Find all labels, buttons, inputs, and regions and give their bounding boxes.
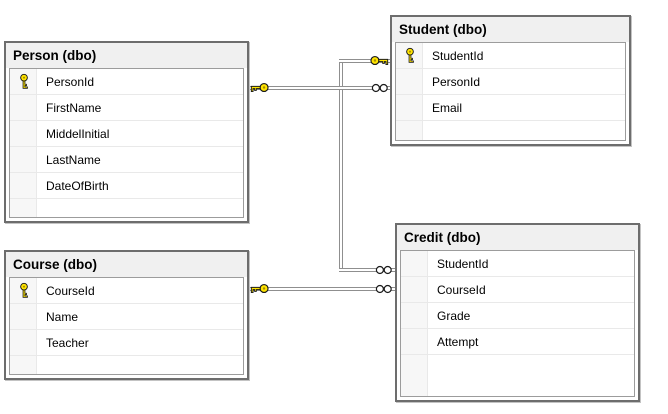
column-name: Teacher xyxy=(46,335,89,350)
table-student[interactable]: Student (dbo) StudentId PersonId Email xyxy=(390,15,631,146)
table-course[interactable]: Course (dbo) CourseId Name Teacher xyxy=(4,250,249,380)
relationship-line[interactable] xyxy=(249,86,390,90)
column-row[interactable]: LastName xyxy=(10,147,243,173)
column-row[interactable]: CourseId xyxy=(401,277,634,303)
one-side-key-icon xyxy=(250,282,269,295)
column-name: CourseId xyxy=(46,283,95,298)
key-cell xyxy=(10,330,37,355)
column-row[interactable]: PersonId xyxy=(396,69,625,95)
one-side-key-icon xyxy=(370,54,389,67)
relationship-line[interactable] xyxy=(339,59,390,63)
column-name: PersonId xyxy=(46,74,95,89)
column-name: FirstName xyxy=(46,100,102,115)
key-cell xyxy=(401,303,428,328)
column-row[interactable]: Grade xyxy=(401,303,634,329)
column-name: LastName xyxy=(46,152,101,167)
table-credit-columns: StudentId CourseId Grade Attempt xyxy=(400,250,635,397)
column-row[interactable]: DateOfBirth xyxy=(10,173,243,199)
column-row[interactable]: Name xyxy=(10,304,243,330)
column-row[interactable]: CourseId xyxy=(10,278,243,304)
column-row[interactable]: PersonId xyxy=(10,69,243,95)
key-cell xyxy=(401,329,428,354)
infinity-many-icon xyxy=(371,83,389,93)
key-cell xyxy=(10,278,37,303)
one-side-key-icon xyxy=(250,81,269,94)
column-name: Email xyxy=(432,100,463,115)
key-cell xyxy=(10,121,37,146)
table-credit-header[interactable]: Credit (dbo) xyxy=(397,225,638,250)
infinity-many-icon xyxy=(375,284,393,294)
relationship-line[interactable] xyxy=(249,287,395,291)
table-title: Student (dbo) xyxy=(399,22,487,37)
key-cell xyxy=(10,173,37,198)
column-row[interactable]: FirstName xyxy=(10,95,243,121)
table-person-header[interactable]: Person (dbo) xyxy=(6,43,247,68)
key-cell xyxy=(396,95,423,120)
column-name: Grade xyxy=(437,308,471,323)
column-name: StudentId xyxy=(437,256,489,271)
column-name: Attempt xyxy=(437,334,479,349)
table-student-header[interactable]: Student (dbo) xyxy=(392,17,629,42)
key-cell xyxy=(10,95,37,120)
table-title: Credit (dbo) xyxy=(404,230,481,245)
table-person[interactable]: Person (dbo) PersonId FirstName MiddelIn… xyxy=(4,41,249,223)
key-cell xyxy=(396,69,423,94)
key-cell xyxy=(10,304,37,329)
column-row[interactable]: StudentId xyxy=(396,43,625,69)
column-row[interactable]: StudentId xyxy=(401,251,634,277)
column-name: DateOfBirth xyxy=(46,178,109,193)
table-person-columns: PersonId FirstName MiddelInitial LastNam… xyxy=(9,68,244,218)
column-name: MiddelInitial xyxy=(46,126,110,141)
key-cell xyxy=(396,43,423,68)
primary-key-icon xyxy=(19,282,28,298)
key-cell xyxy=(401,251,428,276)
table-title: Person (dbo) xyxy=(13,48,97,63)
primary-key-icon xyxy=(19,73,28,89)
column-row[interactable]: Attempt xyxy=(401,329,634,355)
table-student-columns: StudentId PersonId Email xyxy=(395,42,626,141)
table-credit[interactable]: Credit (dbo) StudentId CourseId Grade At… xyxy=(395,223,640,402)
relationship-line[interactable] xyxy=(339,268,395,272)
column-name: Name xyxy=(46,309,79,324)
column-row[interactable]: Teacher xyxy=(10,330,243,356)
table-title: Course (dbo) xyxy=(13,257,97,272)
relationship-line[interactable] xyxy=(339,59,343,272)
column-name: StudentId xyxy=(432,48,484,63)
key-cell xyxy=(10,69,37,94)
table-course-header[interactable]: Course (dbo) xyxy=(6,252,247,277)
column-name: CourseId xyxy=(437,282,486,297)
column-name: PersonId xyxy=(432,74,481,89)
key-cell xyxy=(10,147,37,172)
column-row[interactable]: Email xyxy=(396,95,625,121)
primary-key-icon xyxy=(405,47,414,63)
column-row[interactable]: MiddelInitial xyxy=(10,121,243,147)
key-cell xyxy=(401,277,428,302)
table-course-columns: CourseId Name Teacher xyxy=(9,277,244,375)
infinity-many-icon xyxy=(375,265,393,275)
